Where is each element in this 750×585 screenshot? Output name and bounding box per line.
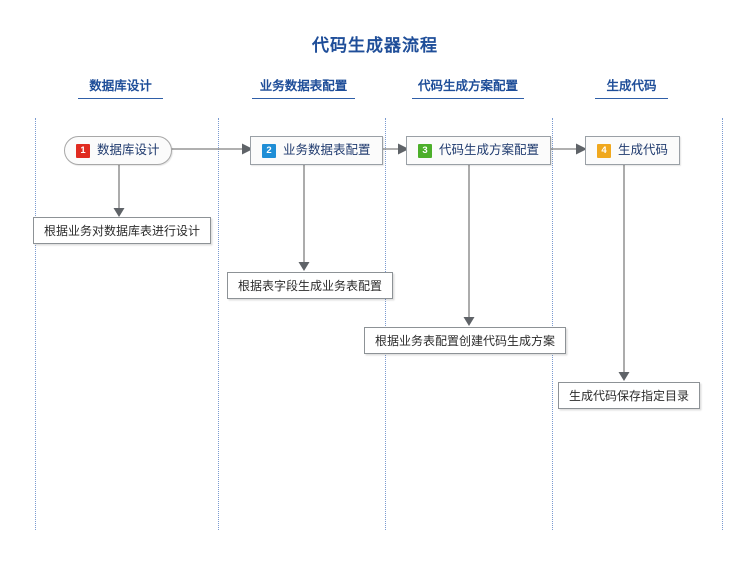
step-label-4: 生成代码: [618, 143, 669, 158]
step-node-2[interactable]: 2 业务数据表配置: [250, 136, 383, 165]
page-title: 代码生成器流程: [312, 36, 438, 55]
connector-step2-to-desc2: [296, 164, 312, 272]
description-box-4: 生成代码保存指定目录: [558, 382, 701, 409]
description-box-3: 根据业务表配置创建代码生成方案: [364, 327, 567, 354]
step-node-4[interactable]: 4 生成代码: [585, 136, 681, 165]
step-badge-1: 1: [76, 143, 90, 158]
description-box-2: 根据表字段生成业务表配置: [227, 272, 394, 299]
swimlane-divider-2: [218, 118, 219, 530]
swimlane-divider-5: [722, 118, 723, 530]
connector-step3-to-desc3: [461, 164, 477, 327]
lane-header-business-table-config: 业务数据表配置: [252, 75, 355, 99]
lane-header-generate-code: 生成代码: [595, 75, 668, 99]
step-badge-4: 4: [597, 143, 611, 158]
description-box-1: 根据业务对数据库表进行设计: [33, 217, 212, 244]
connector-step1-to-step2: [170, 137, 254, 161]
step-label-3: 代码生成方案配置: [439, 143, 540, 158]
step-node-1[interactable]: 1 数据库设计: [64, 136, 172, 165]
connector-step1-to-desc1: [111, 164, 127, 218]
step-badge-3: 3: [418, 143, 432, 158]
swimlane-divider-1: [35, 118, 36, 530]
lane-header-database-design: 数据库设计: [78, 75, 163, 99]
step-label-1: 数据库设计: [97, 143, 160, 158]
step-badge-2: 2: [262, 143, 276, 158]
swimlane-divider-4: [552, 118, 553, 530]
step-label-2: 业务数据表配置: [283, 143, 371, 158]
connector-step4-to-desc4: [616, 164, 632, 382]
swimlane-divider-3: [385, 118, 386, 530]
step-node-3[interactable]: 3 代码生成方案配置: [406, 136, 552, 165]
lane-header-codegen-plan-config: 代码生成方案配置: [412, 75, 524, 99]
